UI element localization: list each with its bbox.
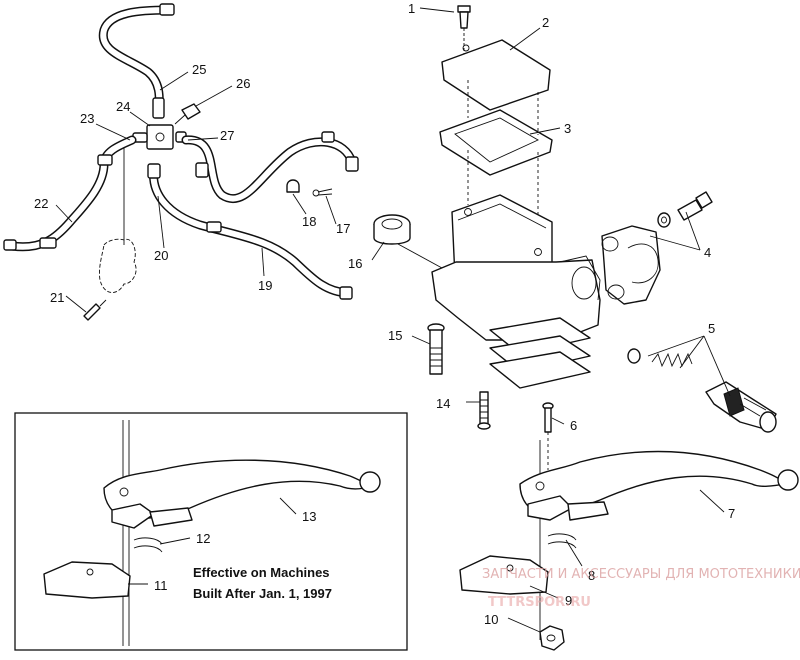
master-cylinder-assembly bbox=[373, 5, 777, 470]
inset-note-line2: Built After Jan. 1, 1997 bbox=[193, 586, 332, 601]
clip-18 bbox=[286, 179, 300, 193]
callout-25: 25 bbox=[192, 62, 206, 77]
callout-11: 11 bbox=[154, 578, 168, 593]
callout-12: 12 bbox=[196, 531, 210, 546]
callout-21: 21 bbox=[50, 290, 64, 305]
callout-23: 23 bbox=[80, 111, 94, 126]
callout-7: 7 bbox=[728, 506, 735, 521]
watermark: ЗАПЧАСТИ И АКСЕССУАРЫ ДЛЯ МОТОТЕХНИКИ TT… bbox=[482, 567, 800, 610]
watermark-site: TTTRSPOR.RU bbox=[488, 595, 591, 610]
callout-17: 17 bbox=[336, 221, 350, 236]
callout-6: 6 bbox=[570, 418, 577, 433]
callout-labels: 1 2 3 4 5 6 7 8 9 10 11 12 13 14 15 16 1… bbox=[34, 1, 735, 627]
distribution-block bbox=[146, 124, 174, 150]
callout-26: 26 bbox=[236, 76, 250, 91]
handlebar-clamp bbox=[601, 225, 661, 305]
reservoir-cover bbox=[441, 39, 551, 111]
brake-lever-right bbox=[459, 440, 799, 651]
callout-14: 14 bbox=[436, 396, 450, 411]
callout-2: 2 bbox=[542, 15, 549, 30]
callout-10: 10 bbox=[484, 612, 498, 627]
inset-frame bbox=[14, 412, 408, 651]
callout-16: 16 bbox=[348, 256, 362, 271]
callout-13: 13 bbox=[302, 509, 316, 524]
callout-27: 27 bbox=[220, 128, 234, 143]
callout-1: 1 bbox=[408, 1, 415, 16]
leader-lines bbox=[55, 7, 731, 633]
brake-hose-assembly bbox=[3, 3, 359, 321]
inset-lever-assembly bbox=[43, 420, 381, 646]
callout-3: 3 bbox=[564, 121, 571, 136]
fitting-26 bbox=[181, 103, 201, 120]
watermark-caption: ЗАПЧАСТИ И АКСЕССУАРЫ ДЛЯ МОТОТЕХНИКИ bbox=[482, 567, 800, 582]
callout-18: 18 bbox=[302, 214, 316, 229]
callout-5: 5 bbox=[708, 321, 715, 336]
callout-22: 22 bbox=[34, 196, 48, 211]
inset-note-line1: Effective on Machines bbox=[193, 565, 330, 580]
callout-19: 19 bbox=[258, 278, 272, 293]
callout-24: 24 bbox=[116, 99, 130, 114]
callout-8: 8 bbox=[588, 568, 595, 583]
callout-15: 15 bbox=[388, 328, 402, 343]
callout-4: 4 bbox=[704, 245, 711, 260]
callout-9: 9 bbox=[565, 593, 572, 608]
screw-21 bbox=[83, 303, 101, 321]
callout-20: 20 bbox=[154, 248, 168, 263]
